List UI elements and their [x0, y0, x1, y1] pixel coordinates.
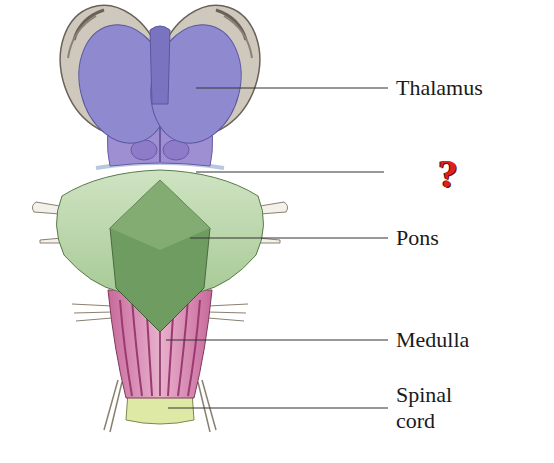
structure-label: Medulla [396, 327, 469, 353]
pons-shape [56, 170, 263, 332]
structure-label: Pons [396, 225, 439, 251]
thalamus-shape [44, 0, 276, 153]
unknown-label: ? [438, 152, 458, 196]
structure-label: Spinal cord [396, 382, 482, 434]
structure-label: Thalamus [396, 75, 483, 101]
leader-lines [166, 88, 388, 408]
